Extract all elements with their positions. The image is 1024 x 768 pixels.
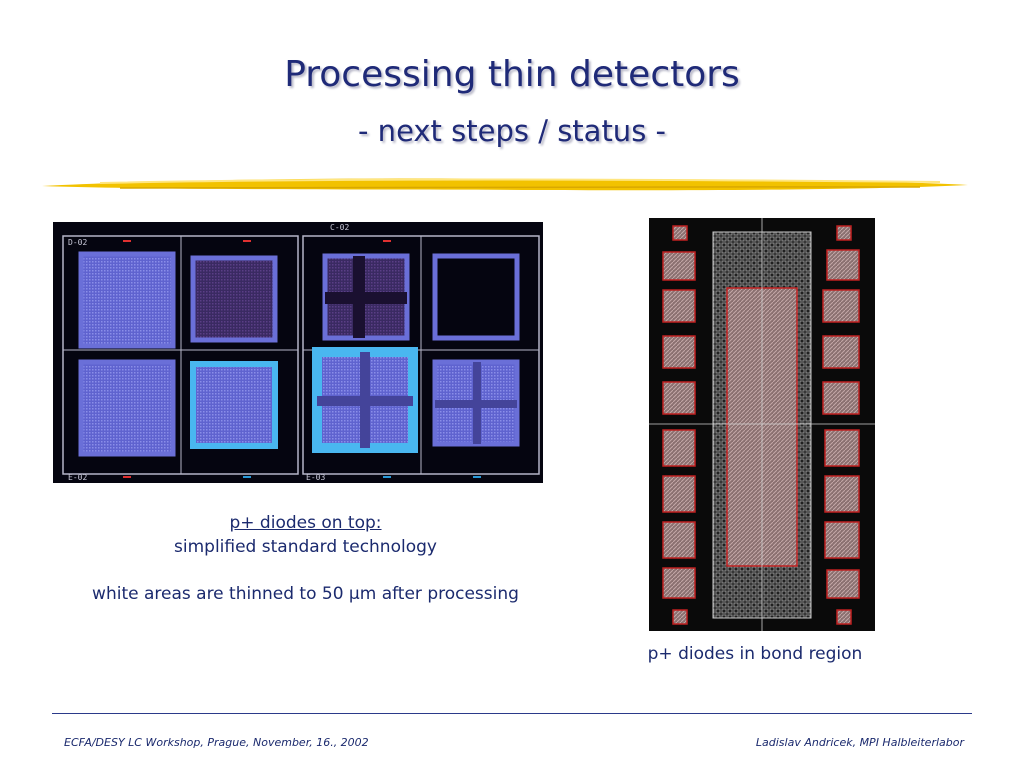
caption-heading: p+ diodes on top: bbox=[229, 513, 382, 533]
diode-layout-image bbox=[53, 222, 543, 483]
footer-divider bbox=[52, 713, 972, 714]
bond-region-image bbox=[649, 218, 875, 631]
footer-left: ECFA/DESY LC Workshop, Prague, November,… bbox=[64, 736, 369, 749]
yellow-brush-stroke bbox=[42, 178, 968, 191]
label-e03: E-03 bbox=[306, 473, 326, 482]
caption-line1: simplified standard technology bbox=[174, 537, 437, 557]
label-d02: D-02 bbox=[68, 238, 88, 247]
slide-subtitle: - next steps / status - bbox=[358, 114, 666, 148]
label-e02: E-02 bbox=[68, 473, 88, 482]
caption-line2: white areas are thinned to 50 µm after p… bbox=[92, 584, 519, 604]
label-c02: C-02 bbox=[330, 223, 350, 232]
footer-right: Ladislav Andricek, MPI Halbleiterlabor bbox=[755, 736, 964, 749]
caption-right: p+ diodes in bond region bbox=[647, 644, 863, 664]
slide-title: Processing thin detectors bbox=[284, 54, 740, 95]
